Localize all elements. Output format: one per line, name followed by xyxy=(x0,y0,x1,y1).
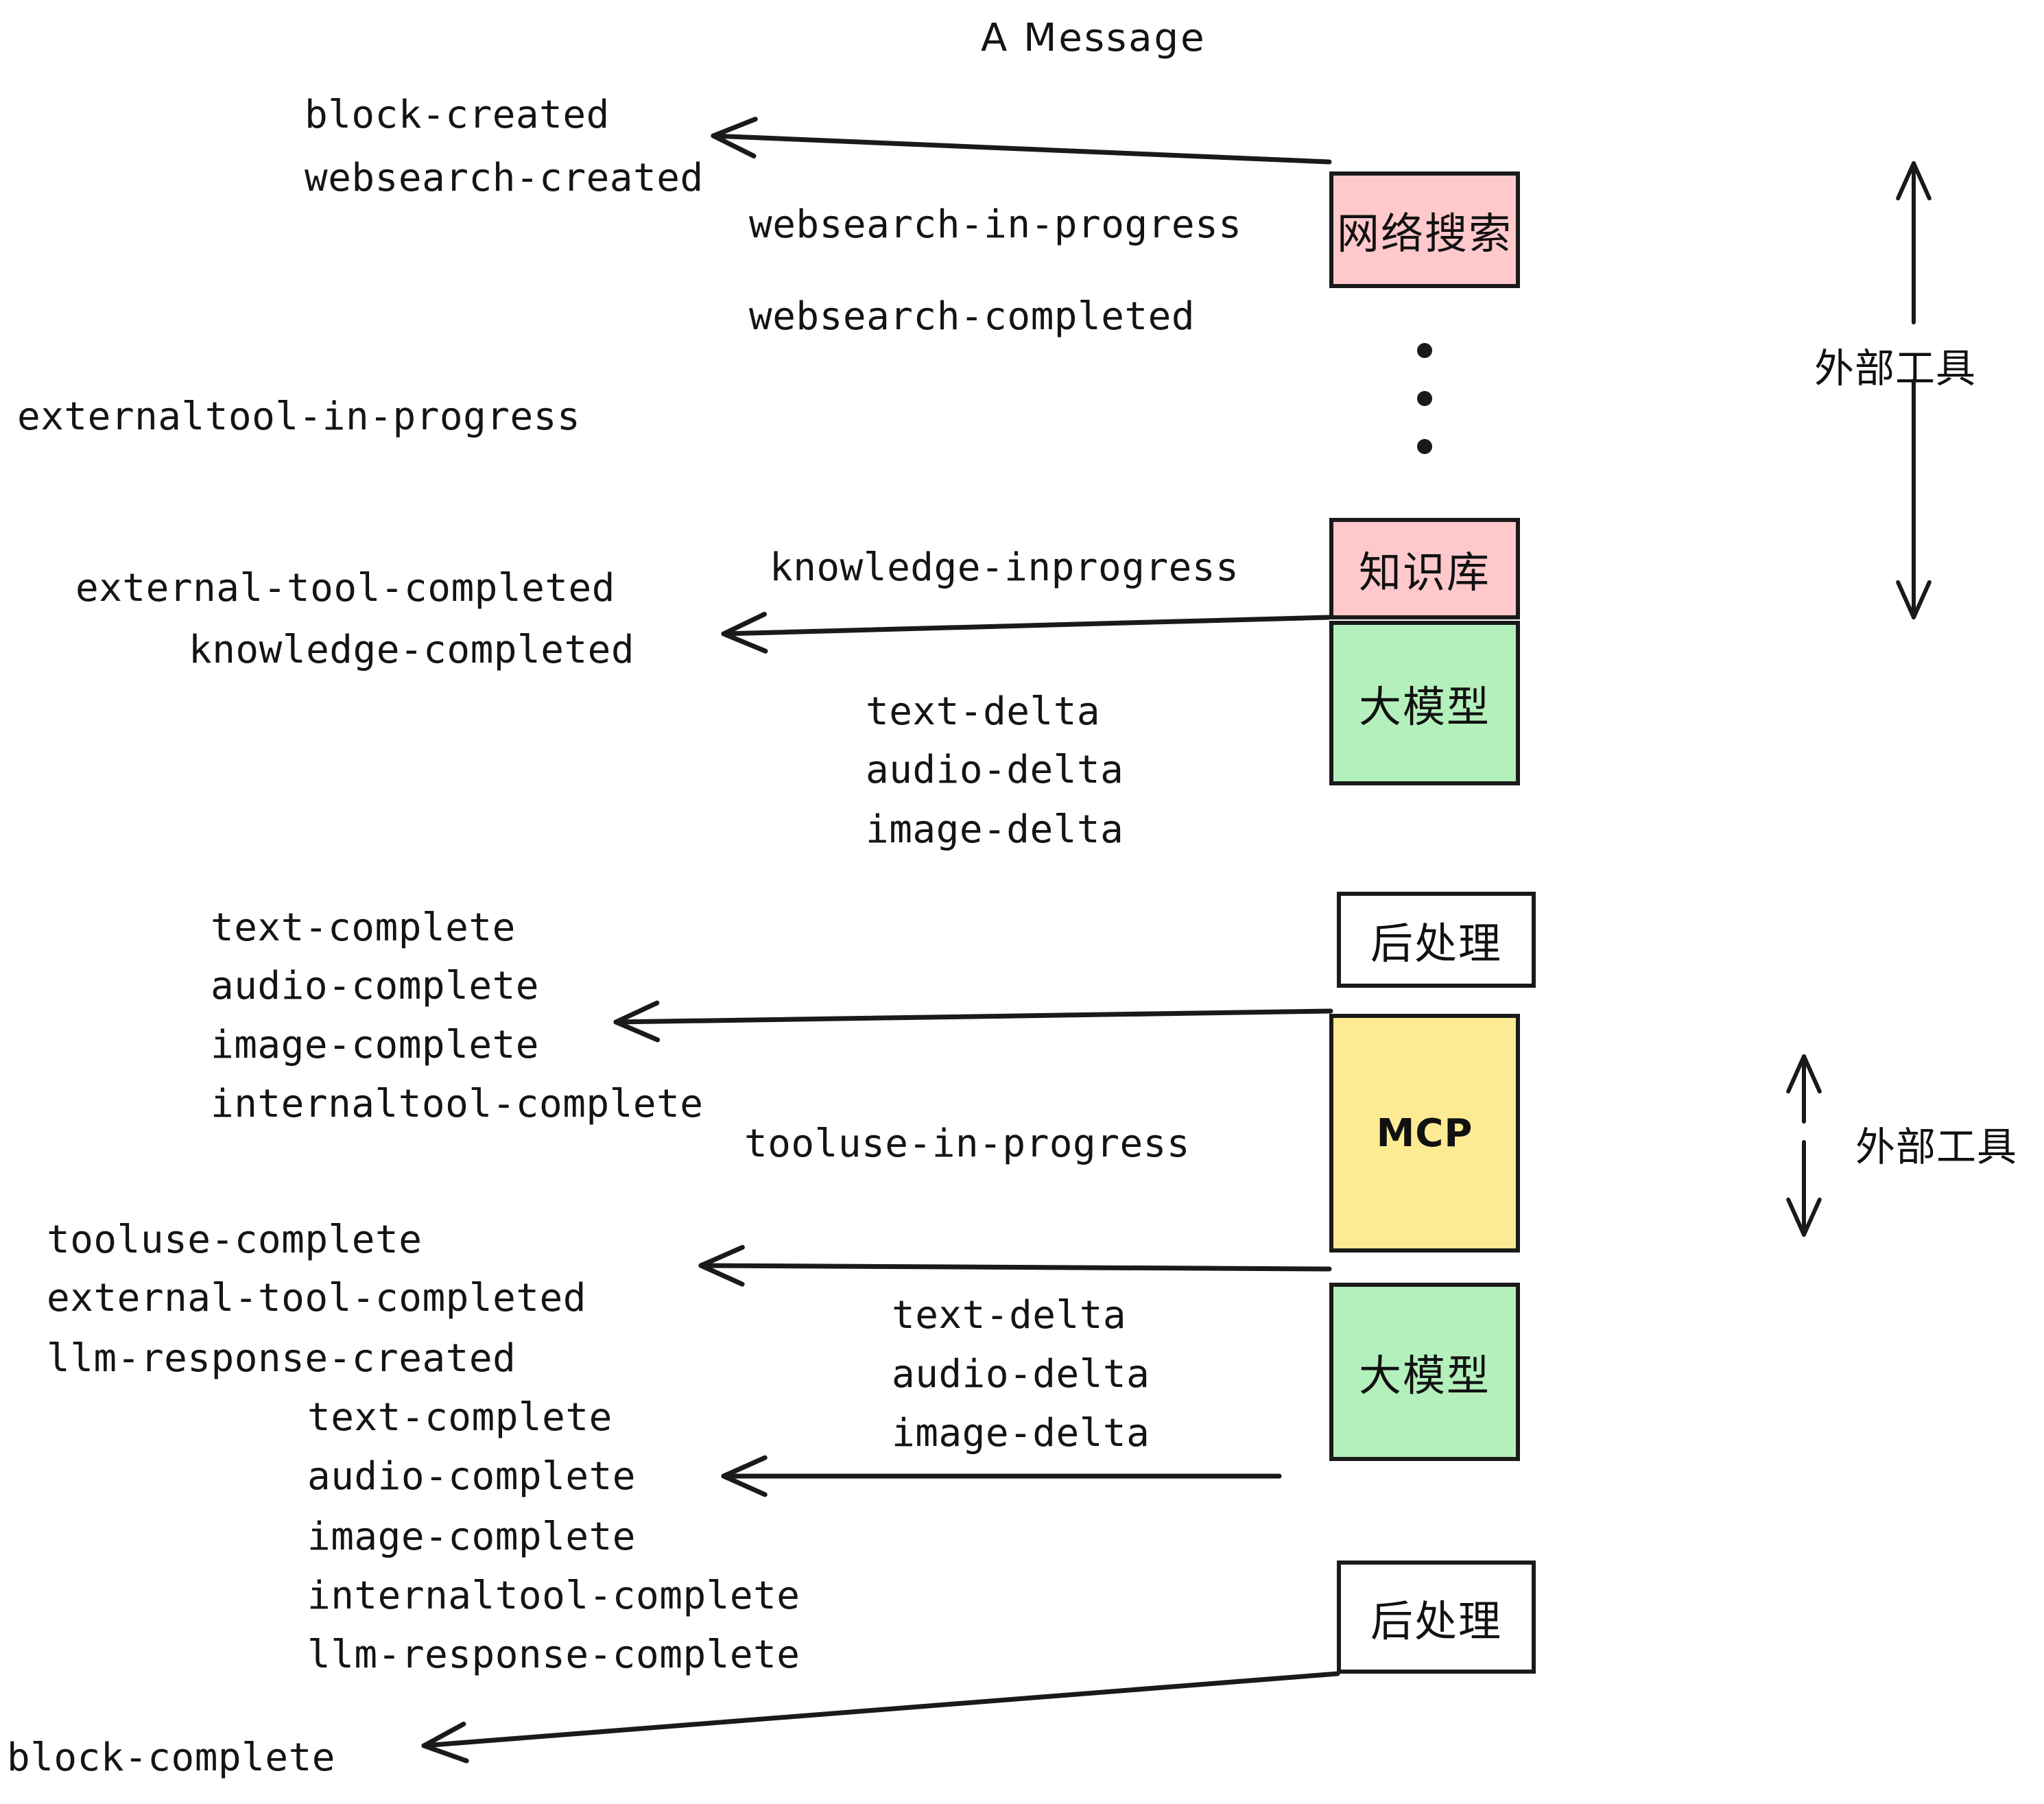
event-label-externaltool-in-progress: externaltool-in-progress xyxy=(17,394,581,439)
event-label-text-complete: text-complete xyxy=(211,905,516,950)
arrow-tooluse-complete xyxy=(698,1244,1332,1287)
event-label-external-tool-completed: external-tool-completed xyxy=(47,1276,586,1320)
process-box-label: 后处理 xyxy=(1370,1595,1502,1646)
event-label-audio-delta: audio-delta xyxy=(892,1352,1150,1397)
event-label-text-complete: text-complete xyxy=(307,1395,613,1440)
process-box-label: 网络搜索 xyxy=(1336,209,1512,259)
external-tool-down-arrow xyxy=(1896,379,1932,619)
ellipsis-dot xyxy=(1417,439,1432,454)
event-label-text-delta: text-delta xyxy=(866,689,1101,734)
ellipsis-dot xyxy=(1417,343,1432,358)
event-label-llm-response-created: llm-response-created xyxy=(47,1336,516,1381)
event-label-image-delta: image-delta xyxy=(892,1411,1150,1456)
process-box-postproc-1: 后处理 xyxy=(1337,892,1536,988)
external-tool-annotation: 外部工具 xyxy=(1855,1124,2018,1170)
arrow-block-created xyxy=(711,117,1332,165)
arrow-audio-complete xyxy=(721,1455,1282,1497)
process-box-llm-1: 大模型 xyxy=(1329,621,1520,785)
event-label-block-created: block-created xyxy=(305,93,610,137)
page-title: A Message xyxy=(981,16,1207,60)
process-box-label: 后处理 xyxy=(1370,918,1502,969)
process-box-label: 大模型 xyxy=(1358,682,1490,732)
event-label-websearch-completed: websearch-completed xyxy=(749,294,1196,339)
event-label-image-delta: image-delta xyxy=(866,807,1124,852)
process-box-mcp: MCP xyxy=(1329,1014,1520,1253)
event-label-websearch-in-progress: websearch-in-progress xyxy=(749,202,1242,247)
external-tool-up-arrow xyxy=(1896,161,1932,324)
arrow-block-complete xyxy=(421,1671,1340,1764)
process-box-label: 大模型 xyxy=(1358,1351,1490,1401)
event-label-audio-complete: audio-complete xyxy=(211,964,540,1008)
process-box-llm-2: 大模型 xyxy=(1329,1283,1520,1461)
event-label-text-delta: text-delta xyxy=(892,1293,1127,1338)
event-label-knowledge-inprogress: knowledge-inprogress xyxy=(770,545,1239,590)
event-label-external-tool-completed: external-tool-completed xyxy=(75,566,615,610)
event-label-internaltool-complete: internaltool-complete xyxy=(307,1574,800,1618)
event-label-tooluse-complete: tooluse-complete xyxy=(47,1218,423,1262)
event-label-image-complete: image-complete xyxy=(211,1023,540,1067)
event-label-websearch-created: websearch-created xyxy=(305,156,704,200)
external-tool-annotation: 外部工具 xyxy=(1814,345,1977,392)
event-label-audio-delta: audio-delta xyxy=(866,748,1124,792)
process-box-label: 知识库 xyxy=(1358,547,1490,597)
mcp-tool-up-arrow xyxy=(1786,1054,1822,1124)
arrow-image-complete xyxy=(613,1000,1333,1043)
event-label-internaltool-complete: internaltool-complete xyxy=(211,1082,704,1126)
event-label-tooluse-in-progress: tooluse-in-progress xyxy=(744,1121,1191,1166)
process-box-knowledge: 知识库 xyxy=(1329,518,1520,619)
event-label-audio-complete: audio-complete xyxy=(307,1454,637,1499)
event-label-block-complete: block-complete xyxy=(7,1735,336,1780)
process-box-postproc-2: 后处理 xyxy=(1337,1560,1536,1674)
event-label-image-complete: image-complete xyxy=(307,1515,637,1559)
event-label-llm-response-complete: llm-response-complete xyxy=(307,1633,800,1677)
event-label-knowledge-completed: knowledge-completed xyxy=(189,628,635,672)
mcp-tool-down-arrow xyxy=(1786,1140,1822,1237)
process-box-label: MCP xyxy=(1376,1111,1473,1156)
process-box-websearch: 网络搜索 xyxy=(1329,171,1520,288)
ellipsis-dot xyxy=(1417,391,1432,406)
arrow-knowledge-completed xyxy=(721,611,1332,654)
